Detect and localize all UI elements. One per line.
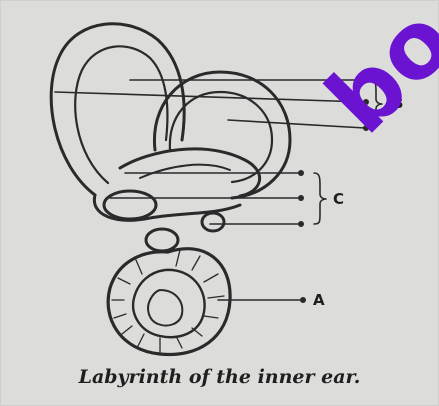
label-a: A [313,293,325,308]
utricle [104,191,156,219]
cochlea-outer-coil [108,249,230,355]
anterior-canal-inner-wall [75,46,167,183]
bracket-c [314,173,326,224]
label-c: C [333,192,344,207]
posterior-semicircular-canal [154,72,290,198]
ampulla-lower [202,213,224,231]
cochlea-inner-coil [148,290,182,326]
watermark-text: bo [306,0,439,144]
saccule [146,229,178,251]
watermark-logo: bo [300,0,439,144]
figure-caption: Labyrinth of the inner ear. [0,366,439,388]
cochlea-middle-coil [133,270,204,337]
leader-dot-a [300,297,306,303]
lateral-canal-inner-wall [140,165,230,178]
leader-dots-c [298,170,304,227]
